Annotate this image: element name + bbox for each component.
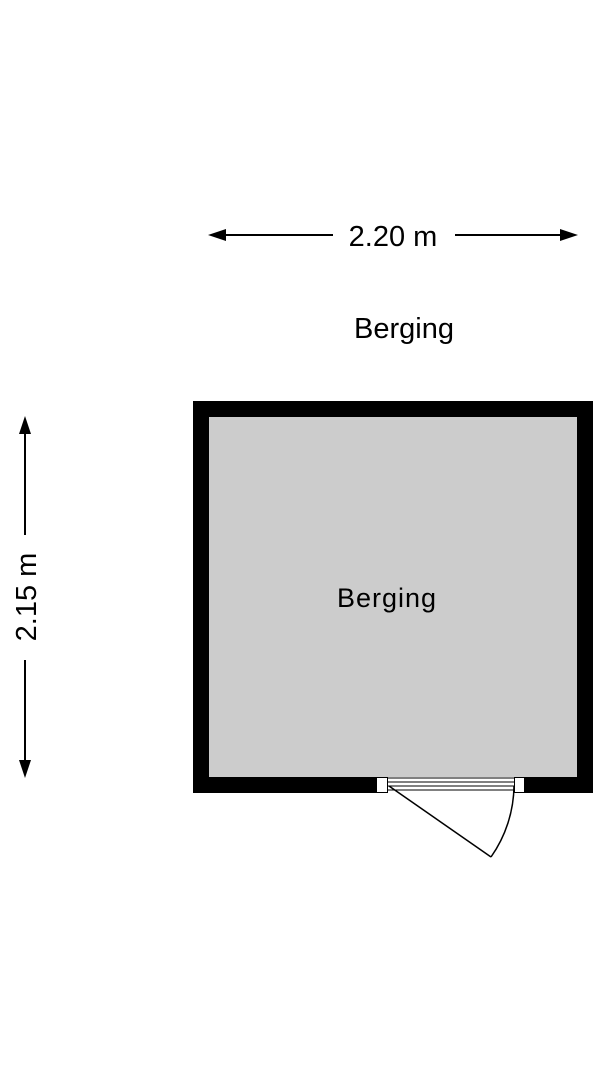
- arrow-right-icon: [560, 229, 578, 241]
- plan-title: Berging: [354, 313, 454, 345]
- floor: [209, 417, 577, 777]
- arrow-up-icon: [19, 416, 31, 434]
- arrow-down-icon: [19, 760, 31, 778]
- door-frame-right: [514, 777, 525, 793]
- door: [376, 777, 525, 858]
- height-label: 2.15 m: [11, 553, 43, 642]
- door-leaf: [388, 785, 492, 858]
- width-dimension: 2.20 m: [208, 221, 578, 253]
- width-label: 2.20 m: [349, 221, 438, 253]
- door-swing-arc: [490, 785, 515, 858]
- door-frame-left: [376, 777, 388, 793]
- door-opening: [376, 777, 525, 793]
- room-label: Berging: [337, 583, 437, 613]
- room-berging: Berging: [193, 401, 593, 793]
- height-dimension: 2.15 m: [11, 416, 43, 778]
- arrow-left-icon: [208, 229, 226, 241]
